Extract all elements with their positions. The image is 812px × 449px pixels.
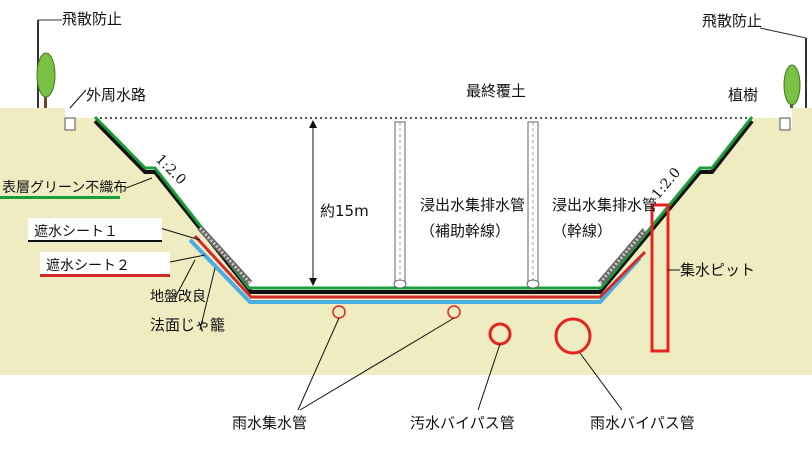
outer-channel-right (779, 117, 791, 131)
planting-label: 植樹 (728, 86, 758, 104)
rain-bypass-pipe (554, 317, 592, 355)
sheet1-label-box (28, 218, 162, 240)
collection-pit-label: 集水ピット (680, 261, 755, 279)
liner-sheet-2 (193, 234, 647, 299)
final-cover-label: 最終覆土 (466, 82, 526, 100)
tree-icon (36, 52, 56, 108)
aux-pipe-label-line2: （補助幹線） (420, 222, 510, 240)
rain-collection-pipe-label: 雨水集水管 (232, 414, 307, 432)
slope-gabion-right (597, 228, 648, 285)
ground-improvement-layer (188, 238, 642, 304)
slope-gabion-label: 法面じゃ籠 (150, 316, 225, 334)
tree-icon (783, 64, 801, 108)
sewage-bypass-pipe-label: 汚水バイパス管 (410, 414, 515, 432)
leachate-riser-main (526, 121, 540, 289)
anti-scatter-label-left: 飛散防止 (62, 10, 122, 28)
ground-improvement-label: 地盤改良 (150, 289, 206, 305)
depth-label: 約15m (320, 202, 369, 220)
anti-scatter-label-right: 飛散防止 (702, 12, 762, 30)
depth-dimension (309, 120, 317, 286)
sheet2-label-box (40, 252, 170, 274)
outer-channel-label: 外周水路 (86, 86, 146, 104)
main-pipe-label-line2: （幹線） (552, 222, 612, 240)
leachate-riser-aux (393, 121, 407, 289)
sheet1-label: 遮水シート１ (34, 224, 118, 240)
green-fabric-underline (0, 196, 120, 199)
aux-pipe-label-line1: 浸出水集排水管 (420, 196, 525, 214)
main-pipe-label-line1: 浸出水集排水管 (552, 196, 657, 214)
sheet2-underline (40, 274, 170, 277)
rain-bypass-pipe-label: 雨水バイパス管 (590, 414, 695, 432)
collection-pit-box (650, 203, 670, 353)
sheet2-label: 遮水シート２ (46, 258, 130, 274)
liner-sheet-1 (93, 119, 754, 294)
ground-fill (0, 108, 812, 375)
outer-channel-left (64, 117, 76, 131)
fence-net-icon (759, 27, 807, 108)
green-fabric-layer (93, 115, 754, 290)
leader-lines (69, 89, 680, 411)
green-fabric-label: 表層グリーン不織布 (2, 180, 127, 196)
sheet1-underline (28, 240, 162, 242)
slope-gabion-left (197, 225, 253, 286)
